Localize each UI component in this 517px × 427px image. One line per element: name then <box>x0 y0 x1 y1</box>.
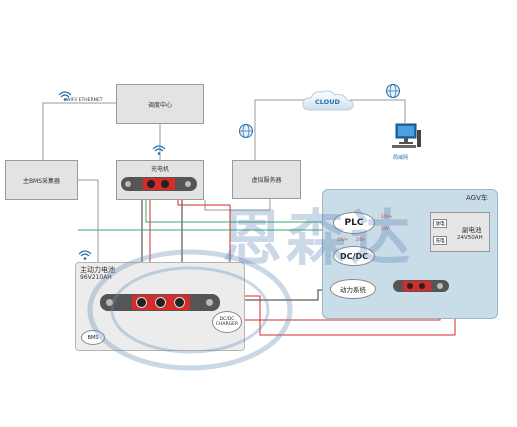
bms-to-main-battery-line <box>78 179 99 268</box>
charge-label: 充电 <box>435 238 445 244</box>
agv-pin-1 <box>407 283 413 289</box>
charger-pin-2 <box>161 180 169 188</box>
main-battery-wifi-icon <box>78 250 92 260</box>
discharge-badge: 放电 <box>433 219 447 228</box>
wifi-ethernet-label: WIFI/ ETHERNET <box>66 98 103 103</box>
agv-connector-red <box>403 281 431 291</box>
dcdc-charger-node[interactable]: DC/DC CHARGER <box>212 311 242 333</box>
v24-minus-label-a: 24V- <box>381 226 391 231</box>
main-battery-connector <box>100 294 220 311</box>
cloud-icon <box>302 90 354 111</box>
virtual-server-box[interactable]: 虚拟服务器 <box>232 160 301 199</box>
bms-node[interactable]: BMS <box>81 330 105 345</box>
cloud-label: CLOUD <box>315 98 340 106</box>
sub-battery-spec: 24V50AH <box>457 235 483 241</box>
virtual-server-label: 虚拟服务器 <box>251 177 282 184</box>
watermark-logo <box>87 249 293 371</box>
globe-icon-right <box>386 84 400 98</box>
dispatch-to-bms-line <box>42 102 116 160</box>
dcdc-charger-label-1: DC/DC <box>219 317 235 322</box>
main-battery-spec: 96V210AH <box>80 274 112 281</box>
main-pin-3 <box>174 297 185 308</box>
bms-label: BMS <box>87 334 99 341</box>
main-pin-2 <box>155 297 166 308</box>
v24-minus-label-b: 24V- <box>356 237 366 242</box>
dispatch-center-box[interactable]: 调度中心 <box>116 84 204 124</box>
plc-node[interactable]: PLC <box>333 212 375 234</box>
cloud-to-lan-line <box>350 99 406 123</box>
dcdc-label: DC/DC <box>340 251 368 261</box>
main-pin-1 <box>136 297 147 308</box>
dcdc-node[interactable]: DC/DC <box>333 246 375 266</box>
server-to-cloud-line <box>254 99 305 160</box>
v24-plus-label-b: 24V+ <box>337 237 349 242</box>
sub-battery-box[interactable] <box>430 212 490 252</box>
bms-collector-box[interactable]: 主BMS采集器 <box>5 160 78 200</box>
watermark-text: 恩森达 <box>222 204 414 274</box>
discharge-label: 放电 <box>435 221 445 227</box>
dcdc-charger-label-2: CHARGER <box>215 322 239 327</box>
bms-collector-label: 主BMS采集器 <box>22 177 61 185</box>
main-screw-right <box>206 299 213 306</box>
v24-plus-label-a: 24V+ <box>381 214 393 219</box>
charge-badge: 充电 <box>433 236 447 245</box>
agv-pin-2 <box>419 283 425 289</box>
green-line-1 <box>145 197 335 223</box>
charger-wifi-icon <box>152 145 166 155</box>
charger-label: 充电机 <box>150 166 169 173</box>
power-system-label: 动力系统 <box>340 286 366 294</box>
agv-label: AGV车 <box>466 194 488 202</box>
charger-screw-right <box>185 181 191 187</box>
charger-pin-1 <box>147 180 155 188</box>
dispatch-center-label: 调度中心 <box>147 101 172 109</box>
globe-icon-left <box>239 124 253 138</box>
computer-icon <box>392 123 421 148</box>
charger-screw-left <box>125 181 131 187</box>
agv-screw <box>437 283 443 289</box>
sub-battery-title: 副电池 <box>462 226 482 234</box>
main-battery-title: 主动力电池 <box>80 266 115 274</box>
charger-connector <box>121 177 197 191</box>
main-screw-left <box>106 299 113 306</box>
lan-label: 局域网 <box>393 155 409 161</box>
power-system-node[interactable]: 动力系统 <box>330 279 376 299</box>
plc-label: PLC <box>344 218 364 228</box>
agv-connector <box>393 280 449 292</box>
wifi-icon <box>58 91 72 101</box>
